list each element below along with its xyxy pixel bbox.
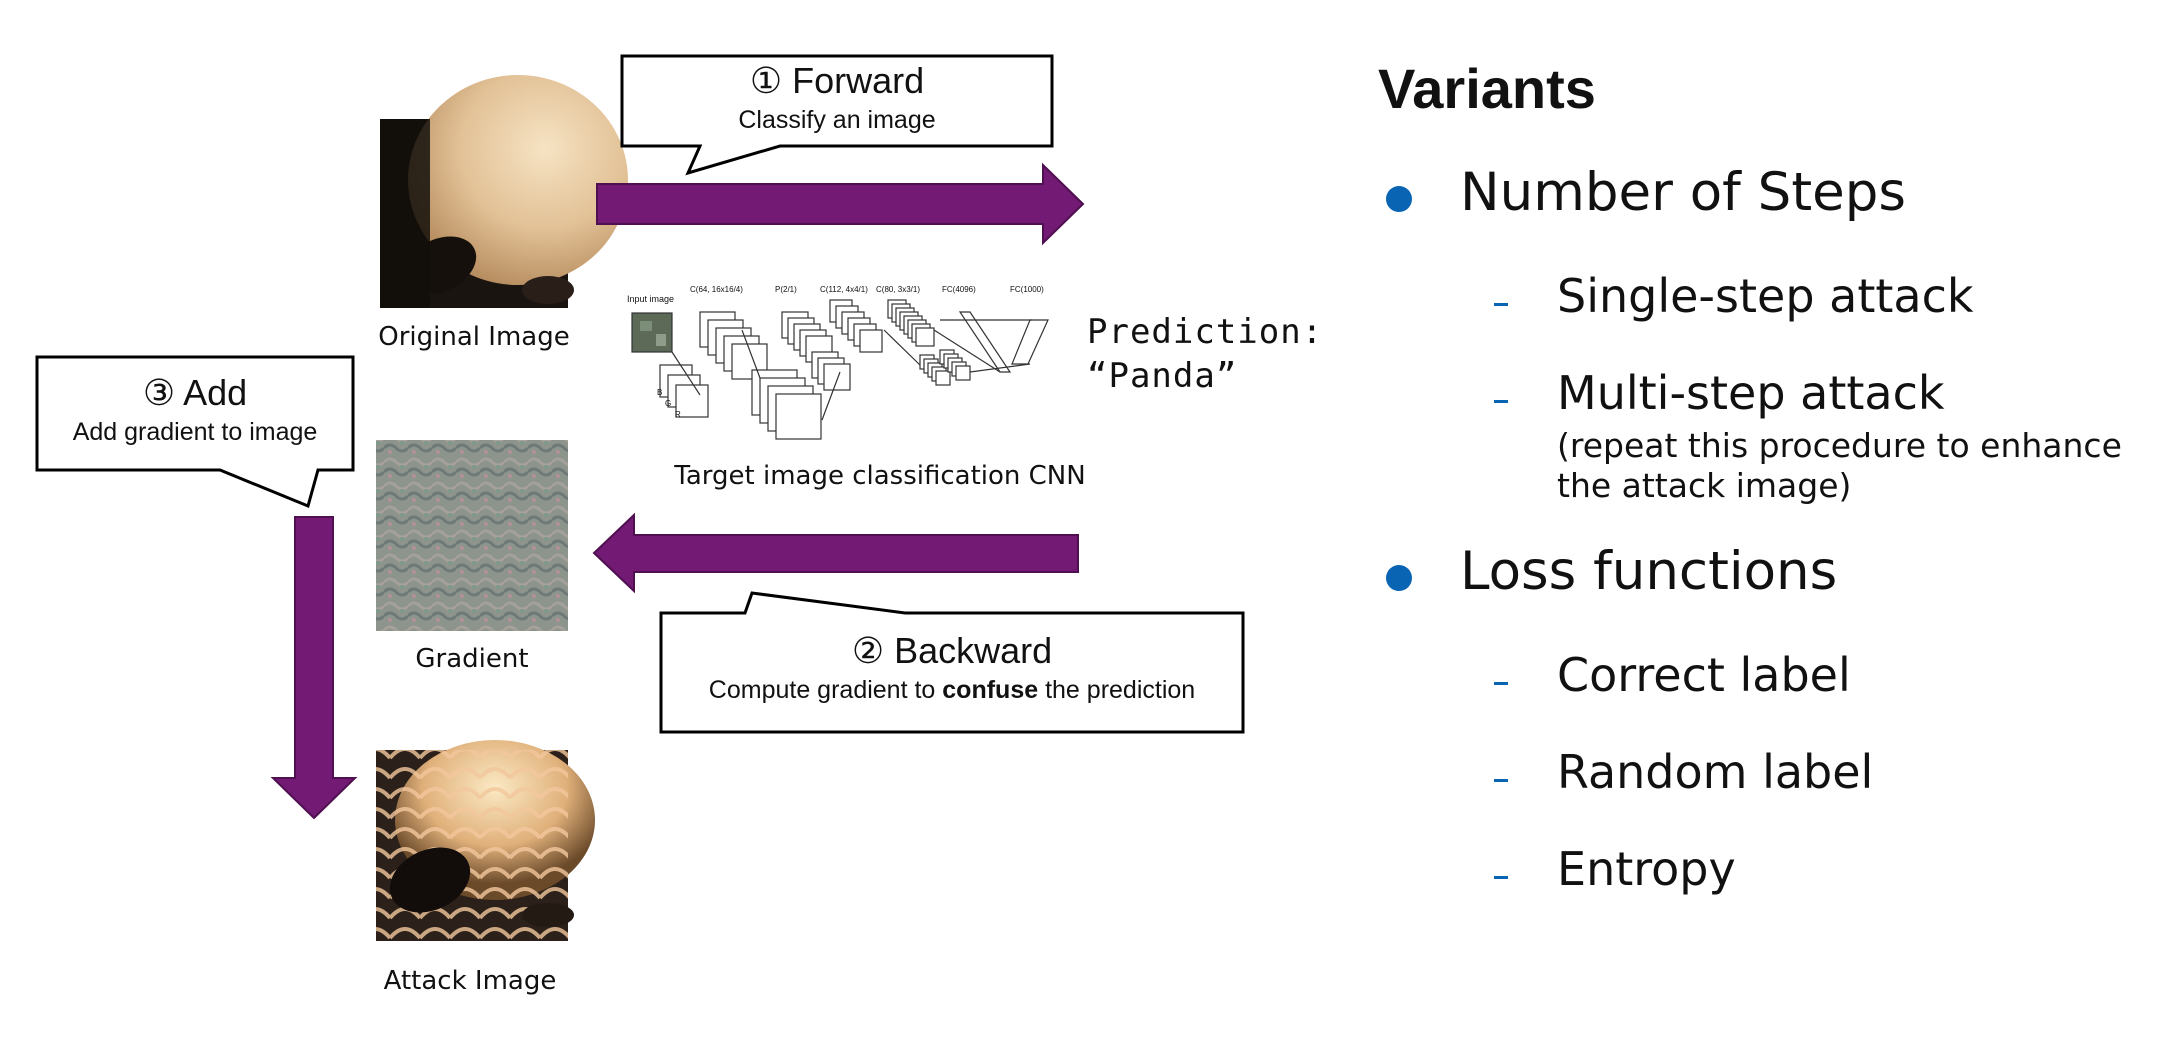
item-correct-label: Correct label bbox=[1557, 648, 1851, 702]
prediction-value: “Panda” bbox=[1087, 356, 1238, 396]
dash-single-step bbox=[1494, 303, 1508, 306]
backward-title: ② Backward bbox=[851, 630, 1053, 671]
forward-callout-box bbox=[620, 54, 1054, 176]
attack-image bbox=[376, 740, 595, 941]
cnn-label-g: G bbox=[665, 399, 672, 408]
cnn-label-c1: C(64, 16x16/4) bbox=[690, 285, 743, 294]
dash-random-label bbox=[1494, 779, 1508, 782]
add-subtitle: Add gradient to image bbox=[72, 418, 318, 446]
item-entropy: Entropy bbox=[1557, 842, 1736, 896]
cnn-label-input: Input image bbox=[627, 294, 675, 304]
multi-step-note-line2: the attack image) bbox=[1557, 466, 1852, 505]
add-callout: ③ Add Add gradient to image bbox=[39, 372, 351, 447]
dash-entropy bbox=[1494, 876, 1508, 879]
cnn-label-fc2: FC(1000) bbox=[1010, 285, 1044, 294]
backward-subtitle: Compute gradient to confuse the predicti… bbox=[663, 676, 1241, 705]
cnn-caption: Target image classification CNN bbox=[674, 461, 1086, 491]
cnn-label-r: R bbox=[675, 410, 681, 419]
item-random-label: Random label bbox=[1557, 745, 1874, 799]
backward-subtitle-post: the prediction bbox=[1038, 676, 1196, 704]
prediction-label: Prediction: bbox=[1087, 312, 1324, 352]
backward-arrow bbox=[592, 512, 1079, 594]
cnn-label-c3: C(80, 3x3/1) bbox=[876, 285, 921, 294]
group-loss-functions: Loss functions bbox=[1460, 541, 1838, 602]
dash-multi-step bbox=[1494, 400, 1508, 403]
backward-subtitle-bold: confuse bbox=[942, 676, 1039, 704]
variants-heading: Variants bbox=[1378, 57, 1596, 120]
cnn-label-fc1: FC(4096) bbox=[942, 285, 976, 294]
backward-callout: ② Backward Compute gradient to confuse t… bbox=[663, 630, 1241, 705]
backward-subtitle-pre: Compute gradient to bbox=[708, 676, 943, 704]
gradient-caption: Gradient bbox=[415, 644, 529, 674]
add-arrow bbox=[270, 516, 358, 820]
forward-callout: ① Forward Classify an image bbox=[624, 60, 1050, 135]
cnn-label-b: B bbox=[657, 388, 663, 397]
backward-callout-box bbox=[659, 591, 1245, 734]
forward-title: ① Forward bbox=[749, 60, 925, 101]
bullet-loss-functions bbox=[1386, 565, 1412, 591]
bullet-number-of-steps bbox=[1386, 186, 1412, 212]
item-multi-step: Multi-step attack bbox=[1557, 366, 1945, 420]
group-number-of-steps: Number of Steps bbox=[1460, 162, 1906, 223]
cnn-diagram bbox=[631, 299, 1049, 440]
item-single-step: Single-step attack bbox=[1557, 269, 1974, 323]
cnn-label-c2: C(112, 4x4/1) bbox=[820, 285, 868, 294]
dash-correct-label bbox=[1494, 682, 1508, 685]
original-image-caption: Original Image bbox=[378, 322, 570, 352]
forward-subtitle: Classify an image bbox=[738, 106, 936, 134]
multi-step-note-line1: (repeat this procedure to enhance bbox=[1557, 426, 2122, 465]
attack-image-caption: Attack Image bbox=[383, 966, 557, 996]
add-title: ③ Add bbox=[142, 372, 248, 413]
original-image bbox=[380, 75, 628, 308]
gradient-image bbox=[376, 440, 568, 631]
cnn-label-p1: P(2/1) bbox=[775, 285, 797, 294]
add-callout-box bbox=[35, 355, 355, 509]
forward-arrow bbox=[596, 162, 1085, 246]
